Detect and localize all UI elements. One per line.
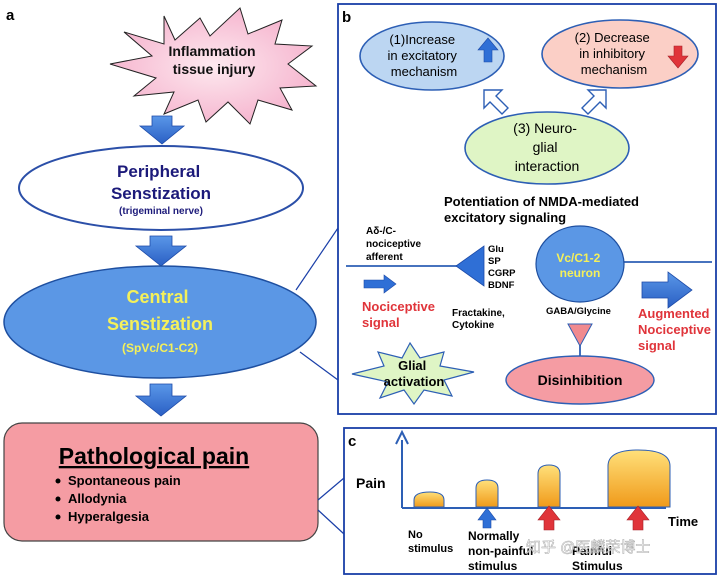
bullet-icon bbox=[55, 514, 61, 520]
peripheral-subtitle: (trigeminal nerve) bbox=[119, 206, 203, 217]
connector-pain-to-c-top bbox=[317, 477, 345, 501]
glial-activation-star bbox=[351, 341, 475, 406]
disinhibition-label: Disinhibition bbox=[538, 372, 623, 388]
response-bump-painful-augmented bbox=[607, 449, 671, 508]
response-bump-no-stimulus bbox=[413, 491, 445, 508]
stimulus-label-none: No stimulus bbox=[408, 529, 453, 555]
neuroglial-interaction-ellipse bbox=[464, 111, 630, 185]
transmitters-list: Glu SP CGRP BDNF bbox=[488, 244, 518, 291]
nociceptive-input-arrow bbox=[363, 274, 397, 294]
pathological-pain-title: Pathological pain bbox=[59, 443, 249, 469]
stimulus-arrow-painful bbox=[537, 505, 561, 531]
nociceptive-signal-label: Nociceptive signal bbox=[362, 299, 439, 330]
list-item: Spontaneous pain bbox=[68, 473, 181, 488]
neuroglial-interaction-label: (3) Neuro- glial interaction bbox=[513, 120, 581, 174]
watermark-text: 知乎 @医麟荣博士 bbox=[526, 539, 650, 556]
stimulus-label-non-painful: Normally non-painful stimulus bbox=[468, 529, 537, 573]
gaba-glycine-label: GABA/Glycine bbox=[546, 306, 611, 317]
decrease-inhibitory-label: (2) Decrease in inhibitory mechanism bbox=[575, 30, 654, 77]
potentiation-label: Potentiation of NMDA-mediated excitatory… bbox=[444, 194, 643, 225]
increase-excitatory-label: (1)Increase in excitatory mechanism bbox=[388, 32, 461, 79]
stimulus-arrow-non-painful bbox=[477, 507, 497, 529]
augmented-output-arrow bbox=[641, 271, 693, 309]
time-axis-label: Time bbox=[668, 514, 698, 529]
synaptic-terminal-triangle bbox=[455, 245, 485, 287]
stimulus-label-painful: Painful Stimulus bbox=[572, 544, 623, 573]
panel-c-frame bbox=[343, 427, 717, 575]
connector-central-to-b-bottom bbox=[299, 351, 339, 381]
panel-b-label: b bbox=[342, 9, 351, 26]
down-arrow-icon bbox=[667, 45, 689, 69]
disinhibition-ellipse bbox=[505, 355, 655, 405]
down-arrow-3 bbox=[134, 383, 188, 417]
connector-pain-to-c-bottom bbox=[317, 509, 345, 535]
vc-neuron-label: Vc/C1-2 neuron bbox=[556, 251, 603, 280]
outline-arrow-to-increase bbox=[483, 89, 509, 115]
central-sensitization-ellipse bbox=[3, 265, 317, 379]
inhibitory-terminal-triangle bbox=[567, 323, 593, 348]
central-title: Central Senstization bbox=[107, 287, 213, 334]
augmented-signal-label: Augmented Nociceptive signal bbox=[638, 306, 715, 353]
pathological-pain-list: Spontaneous pain Allodynia Hyperalgesia bbox=[55, 473, 181, 524]
panel-b-frame bbox=[337, 3, 717, 415]
list-item: Allodynia bbox=[68, 491, 127, 506]
panel-a-label: a bbox=[6, 7, 15, 24]
bullet-icon bbox=[55, 496, 61, 502]
inflammation-label: Inflammation tissue injury bbox=[168, 43, 259, 77]
vc-neuron-circle bbox=[535, 225, 625, 303]
bullet-icon bbox=[55, 478, 61, 484]
panel-c-label: c bbox=[348, 433, 356, 450]
glial-activation-label: Glial activation bbox=[384, 358, 445, 389]
increase-excitatory-ellipse bbox=[359, 21, 505, 91]
outline-arrow-to-decrease bbox=[581, 89, 607, 115]
fractakine-label: Fractakine, Cytokine bbox=[452, 308, 508, 331]
down-arrow-2 bbox=[134, 235, 188, 267]
response-bump-non-painful bbox=[475, 479, 499, 508]
decrease-inhibitory-ellipse bbox=[541, 19, 699, 89]
pathological-pain-box bbox=[3, 422, 319, 542]
peripheral-sensitization-ellipse bbox=[18, 145, 304, 231]
stimulus-arrow-painful-2 bbox=[626, 505, 650, 531]
central-subtitle: (SpVc/C1-C2) bbox=[122, 341, 198, 355]
list-item: Hyperalgesia bbox=[68, 509, 150, 524]
peripheral-title: Peripheral Senstization bbox=[111, 162, 211, 203]
afferent-label: Aδ-/C- nociceptive afferent bbox=[366, 226, 424, 263]
connector-central-to-b-top bbox=[295, 227, 339, 291]
up-arrow-icon bbox=[477, 37, 499, 63]
response-bump-painful bbox=[537, 464, 561, 508]
y-axis-arrowhead-icon bbox=[395, 429, 409, 445]
pain-axis-label: Pain bbox=[356, 475, 386, 491]
inflammation-burst-shape bbox=[109, 7, 318, 125]
down-arrow-1 bbox=[138, 115, 186, 145]
